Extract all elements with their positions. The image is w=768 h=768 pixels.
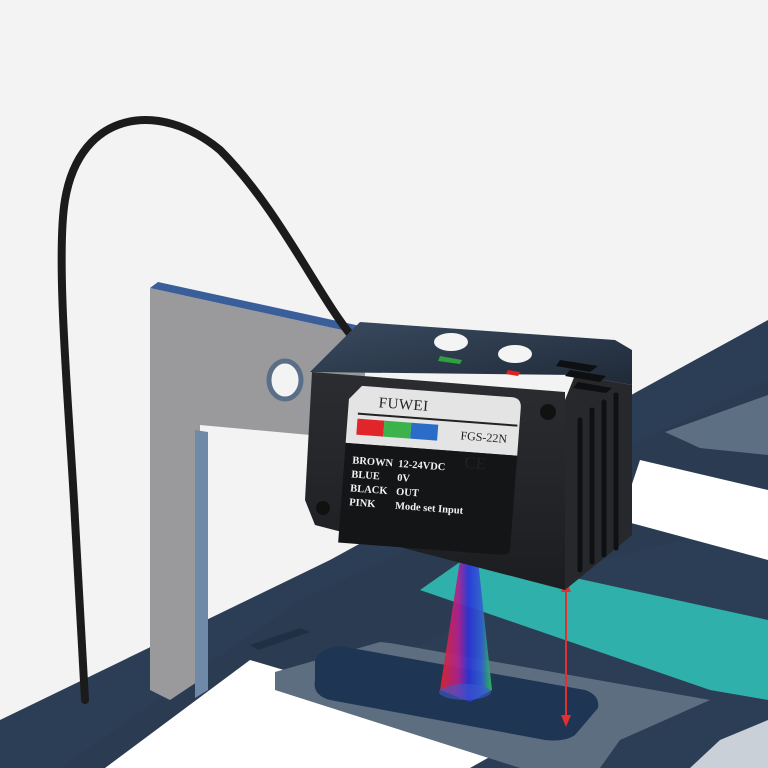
wire-name: BLACK — [350, 483, 389, 497]
wire-function: OUT — [396, 487, 420, 500]
wire-name: PINK — [349, 497, 377, 510]
red-led-icon — [506, 370, 520, 376]
wire-name: BROWN — [352, 455, 394, 469]
wire-name: BLUE — [351, 469, 380, 482]
set-button — [434, 333, 468, 351]
model-label: FGS-22N — [460, 428, 508, 445]
color-bar-blue — [410, 422, 439, 441]
green-led-icon — [438, 356, 462, 364]
wire-function: 12-24VDC — [398, 459, 446, 474]
mode-button — [498, 345, 532, 363]
color-bar-red — [356, 418, 385, 437]
color-bar-green — [383, 420, 412, 439]
wire-function: 0V — [397, 473, 411, 485]
color-sensor: FUWEI FGS-22N CE BROWN 12-24VDC BLUE 0V … — [305, 322, 632, 590]
brand-label: FUWEI — [378, 395, 429, 415]
wire-function: Mode set Input — [395, 501, 464, 517]
rgb-beam — [440, 560, 492, 702]
ce-mark: CE — [464, 453, 487, 474]
sensor-cable — [57, 116, 359, 704]
target-strip — [420, 555, 768, 700]
